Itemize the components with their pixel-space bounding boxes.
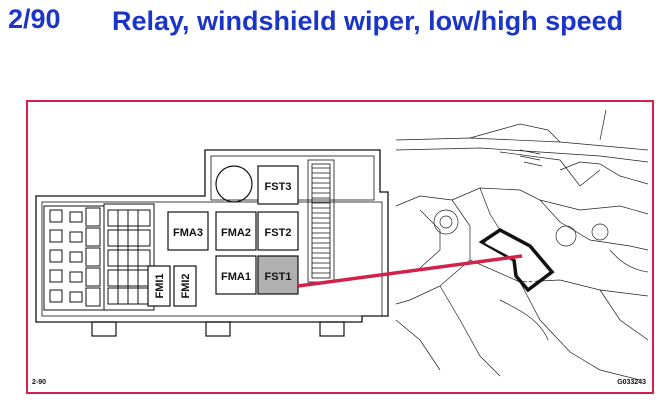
relay-box-outline: [35, 149, 389, 323]
relay-fst3: FST3: [257, 165, 299, 205]
relay-fma1: FMA1: [215, 255, 257, 295]
relay-label-fst2: FST2: [265, 227, 292, 239]
relay-box-location-outline: [478, 227, 555, 293]
footer-image-code: G033243: [617, 379, 646, 386]
relay-label-fma1: FMA1: [221, 271, 251, 283]
mounting-tab: [319, 321, 345, 337]
relay-label-fma3: FMA3: [173, 227, 203, 239]
box-inner-outline: [41, 201, 383, 317]
pointer-line: [297, 254, 523, 288]
relay-fst2: FST2: [257, 211, 299, 251]
fuse-strip-slots: [312, 167, 330, 274]
relay-label-fma2: FMA2: [221, 227, 251, 239]
diagram-frame: [26, 100, 654, 394]
footer-figure-ref: 2-90: [32, 379, 46, 386]
relay-fmi2: FMI2: [173, 265, 197, 307]
component-number: 2/90: [8, 4, 61, 34]
engine-bay-illustration: [395, 109, 649, 381]
relay-label-fmi2: FMI2: [180, 273, 192, 298]
relay-label-fst3: FST3: [265, 181, 292, 193]
fuse-block: [103, 203, 155, 311]
relay-label-fst1: FST1: [265, 271, 292, 283]
relay-fmi1: FMI1: [147, 265, 171, 307]
relay-fma2: FMA2: [215, 211, 257, 251]
relay-fma3: FMA3: [167, 211, 209, 251]
round-connector: [215, 165, 253, 203]
component-title: Relay, windshield wiper, low/high speed: [112, 6, 624, 36]
relay-box-location-inner: [484, 235, 548, 286]
mounting-tab: [91, 321, 117, 337]
relay-fst1: FST1: [257, 255, 299, 295]
relay-label-fmi1: FMI1: [154, 273, 166, 298]
mounting-tab: [205, 321, 231, 337]
terminal-connector: [43, 205, 107, 311]
